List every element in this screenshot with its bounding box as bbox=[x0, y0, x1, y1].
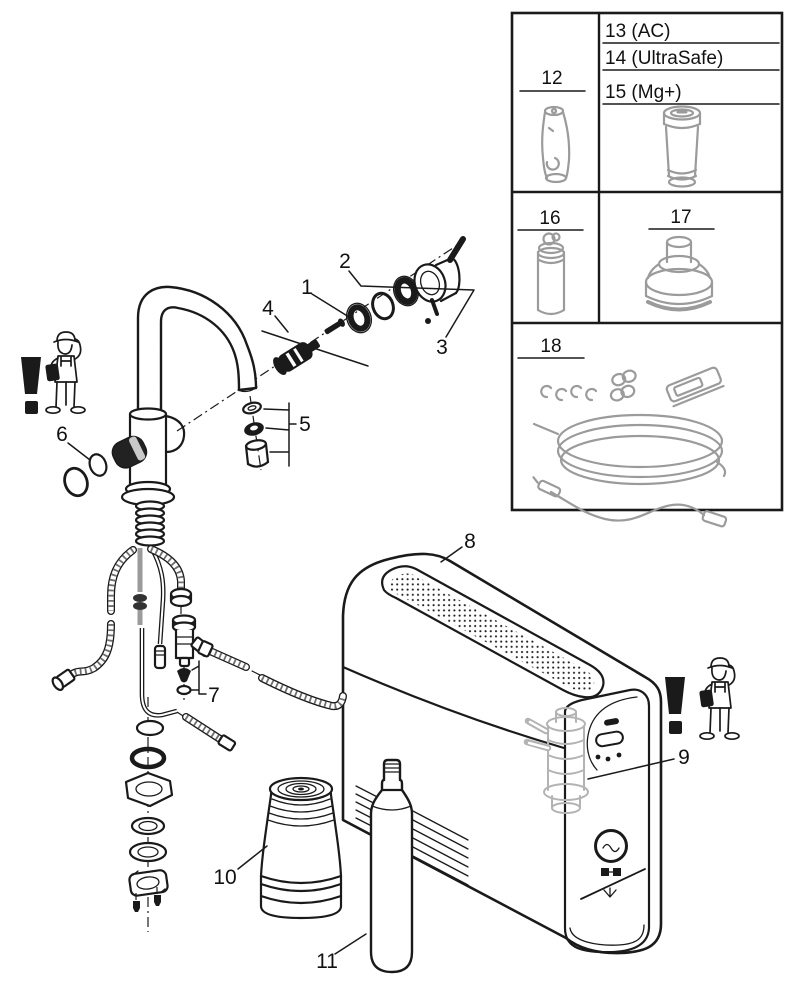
handle-lever bbox=[447, 236, 466, 263]
co2-bottle bbox=[369, 758, 414, 974]
t-fitting-valve bbox=[171, 614, 213, 668]
part-number-18: 18 bbox=[540, 336, 561, 357]
callout-leaders bbox=[67, 270, 675, 955]
spout-end-parts bbox=[242, 401, 270, 468]
callout-7: 7 bbox=[208, 684, 220, 707]
round-logo-badge bbox=[580, 829, 646, 900]
installation-kit-art bbox=[532, 366, 728, 528]
callout-8: 8 bbox=[464, 530, 476, 553]
part-number-17: 17 bbox=[670, 207, 691, 228]
screw-pin bbox=[324, 318, 345, 335]
exclamation-warning-icon bbox=[21, 357, 41, 414]
o-ring bbox=[371, 291, 395, 321]
plumber-installer-icon bbox=[699, 657, 740, 741]
braided-hose-right bbox=[151, 549, 193, 608]
cooler-unit bbox=[341, 552, 663, 955]
faucet-body bbox=[111, 407, 186, 547]
callout-11: 11 bbox=[316, 950, 338, 973]
status-led bbox=[604, 718, 619, 726]
table-cell-17: 17 bbox=[644, 207, 715, 312]
supply-hoses bbox=[51, 548, 343, 752]
control-button bbox=[595, 730, 624, 748]
table-cell-13-15: 13 (AC) 14 (UltraSafe) 15 (Mg+) bbox=[602, 21, 780, 188]
washer-1 bbox=[130, 816, 166, 836]
mousseur-sleeve bbox=[244, 439, 270, 468]
callout-3: 3 bbox=[436, 336, 448, 359]
cooler-front-panel bbox=[563, 688, 651, 954]
warning-right bbox=[665, 657, 740, 741]
callout-1: 1 bbox=[301, 276, 313, 299]
mounting-screws bbox=[133, 887, 161, 912]
filter-head-adapter-art bbox=[644, 235, 714, 312]
filter-cartridge bbox=[259, 776, 343, 920]
part-number-12: 12 bbox=[541, 68, 562, 89]
part-number-14: 14 (UltraSafe) bbox=[605, 48, 723, 69]
callout-9: 9 bbox=[678, 746, 690, 769]
part-number-13: 13 (AC) bbox=[605, 21, 670, 42]
callout-5: 5 bbox=[299, 413, 311, 436]
braided-hose-to-cooler bbox=[186, 640, 343, 752]
mounting-bracket bbox=[128, 869, 169, 897]
side-valve-knob bbox=[111, 435, 148, 469]
filter-cartridge-small-art bbox=[541, 105, 571, 184]
dome-cap-ring bbox=[345, 302, 373, 334]
table-cell-16: 16 bbox=[517, 208, 584, 316]
handle-parts-chain bbox=[273, 236, 466, 375]
handle-cap bbox=[413, 236, 466, 303]
cooler-vent-grille bbox=[381, 565, 605, 699]
callout-6: 6 bbox=[56, 423, 68, 446]
hose-connector bbox=[153, 644, 167, 670]
filter-head-assembly bbox=[523, 707, 589, 814]
control-panel bbox=[586, 696, 638, 771]
seal-cap-parts bbox=[176, 668, 192, 696]
mousseur bbox=[244, 422, 264, 436]
table-cell-18: 18 bbox=[517, 336, 728, 528]
cooling-icon bbox=[603, 887, 617, 898]
mounting-hardware bbox=[124, 719, 174, 912]
braided-hose-left bbox=[51, 550, 133, 692]
callout-numbers: 1 2 3 4 5 6 7 8 9 10 11 bbox=[56, 250, 690, 973]
parts-table: 12 13 (AC) 14 (UltraSafe) 15 (Mg+) bbox=[510, 11, 784, 528]
faucet-spout bbox=[136, 285, 258, 416]
callout-10: 10 bbox=[213, 866, 236, 889]
mounting-nut bbox=[124, 771, 174, 808]
washer-2 bbox=[128, 841, 168, 863]
cartridge-part bbox=[273, 339, 320, 375]
table-cell-12: 12 bbox=[519, 68, 586, 184]
plumber-installer-icon bbox=[45, 331, 86, 415]
threaded-shank bbox=[134, 500, 166, 547]
valve-rings bbox=[63, 453, 108, 498]
filter-cartridge-large-art bbox=[662, 105, 702, 188]
part-number-16: 16 bbox=[539, 208, 560, 229]
pin-and-ball bbox=[425, 298, 439, 324]
part-number-15: 15 (Mg+) bbox=[605, 82, 682, 103]
co2-bottle-small-art bbox=[536, 232, 566, 316]
callout-4: 4 bbox=[262, 297, 274, 320]
exclamation-warning-icon bbox=[665, 677, 685, 734]
warning-left bbox=[21, 331, 86, 415]
callout-2: 2 bbox=[339, 250, 351, 273]
base-o-ring bbox=[129, 746, 167, 770]
faucet-assembly bbox=[63, 236, 466, 547]
